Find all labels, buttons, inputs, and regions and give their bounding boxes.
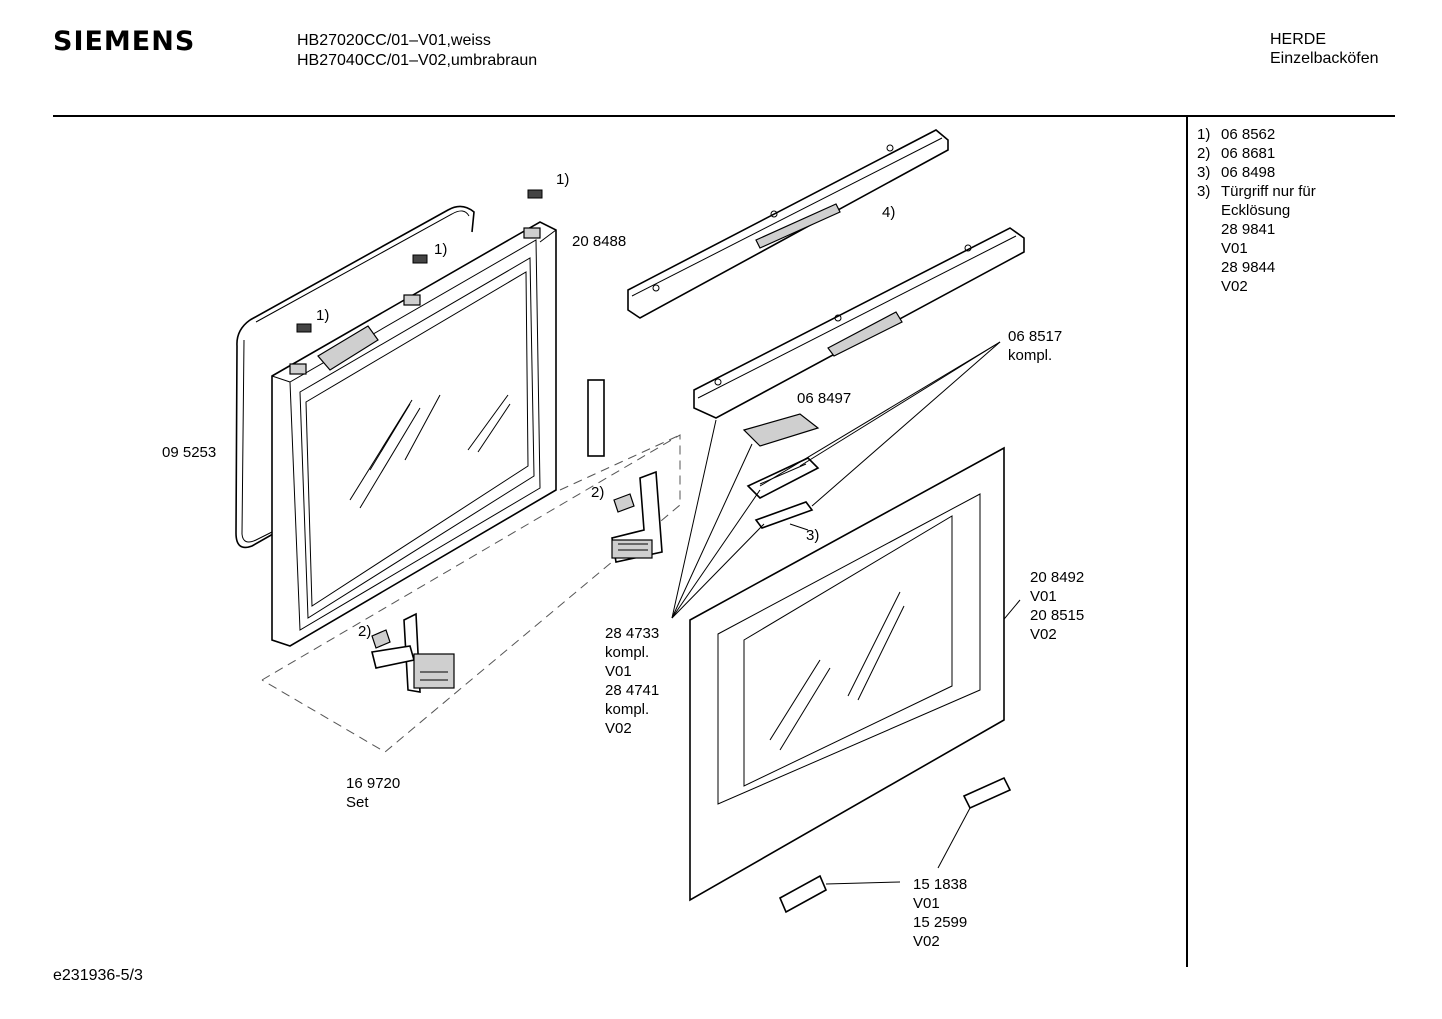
legend-row: 1) 06 8562 bbox=[1197, 125, 1316, 144]
grille-part bbox=[746, 457, 820, 499]
callout-095253: 09 5253 bbox=[162, 444, 217, 461]
leader-line bbox=[811, 341, 1001, 507]
hinge-lower bbox=[371, 612, 455, 693]
marker-1: 1) bbox=[316, 307, 330, 324]
door-clip-left bbox=[778, 874, 828, 914]
legend-detail: Ecklösung bbox=[1221, 202, 1291, 219]
brand-logo: SIEMENS bbox=[53, 26, 196, 57]
seal-ring-part-3 bbox=[754, 501, 814, 529]
clip-part-1 bbox=[412, 254, 428, 264]
door-clip-right bbox=[962, 776, 1012, 810]
legend-divider bbox=[1186, 117, 1188, 967]
leader-line bbox=[799, 341, 1001, 467]
marker-2: 2) bbox=[591, 484, 605, 501]
parts-legend: 1) 06 8562 2) 06 8681 3) 06 8498 3) Türgriff… bbox=[1197, 125, 1316, 296]
legend-detail: V01 bbox=[1221, 240, 1248, 257]
leader-line bbox=[937, 807, 971, 869]
cover-part bbox=[742, 413, 820, 447]
legend-code: 06 8498 bbox=[1221, 164, 1276, 181]
legend-num: 3) bbox=[1197, 164, 1211, 181]
marker-3: 3) bbox=[806, 527, 820, 544]
model-line-2: HB27040CC/01–V02,umbrabraun bbox=[297, 52, 538, 69]
header-divider bbox=[53, 115, 1395, 117]
inner-door-frame bbox=[271, 221, 557, 647]
door-top-profile bbox=[693, 227, 1025, 419]
leader-line bbox=[671, 489, 761, 619]
legend-num: 2) bbox=[1197, 145, 1211, 162]
marker-4: 4) bbox=[882, 204, 896, 221]
marker-2: 2) bbox=[358, 623, 372, 640]
legend-num: 1) bbox=[1197, 126, 1211, 143]
hinge-upper bbox=[611, 470, 663, 563]
door-seal-gasket bbox=[235, 205, 475, 549]
callout-208488: 20 8488 bbox=[572, 233, 627, 250]
clip-part-1 bbox=[527, 189, 543, 199]
leader-line bbox=[825, 881, 901, 885]
marker-1: 1) bbox=[556, 171, 570, 188]
legend-detail: 28 9841 bbox=[1221, 221, 1276, 238]
door-handle-bar bbox=[627, 129, 949, 319]
leader-line bbox=[671, 443, 753, 619]
legend-row: 3) Türgriff nur für bbox=[1197, 182, 1316, 201]
leader-line bbox=[671, 523, 765, 619]
legend-code: 06 8562 bbox=[1221, 126, 1276, 143]
legend-code: 06 8681 bbox=[1221, 145, 1276, 162]
inner-frame-top-bracket bbox=[317, 325, 379, 371]
model-line-1: HB27020CC/01–V01,weiss bbox=[297, 32, 491, 49]
legend-row: 3) 06 8498 bbox=[1197, 163, 1316, 182]
drawing-code: e231936-5/3 bbox=[53, 967, 143, 984]
legend-num: 3) bbox=[1197, 183, 1211, 200]
category-line-2: Einzelbacköfen bbox=[1270, 50, 1379, 67]
legend-detail: 28 9844 bbox=[1221, 259, 1276, 276]
assembly-dashed-outline bbox=[261, 434, 681, 753]
callout-068497: 06 8497 bbox=[797, 390, 852, 407]
leader-line bbox=[789, 523, 809, 531]
category-line-1: HERDE bbox=[1270, 31, 1327, 48]
leader-line bbox=[671, 419, 717, 619]
legend-code: Türgriff nur für bbox=[1221, 183, 1316, 200]
legend-row: 2) 06 8681 bbox=[1197, 144, 1316, 163]
legend-detail: V02 bbox=[1221, 278, 1248, 295]
outer-glass-door bbox=[689, 446, 1005, 902]
marker-1: 1) bbox=[434, 241, 448, 258]
clip-part-1 bbox=[296, 323, 312, 333]
insulation-strip bbox=[587, 379, 605, 457]
leader-line bbox=[759, 341, 1001, 487]
